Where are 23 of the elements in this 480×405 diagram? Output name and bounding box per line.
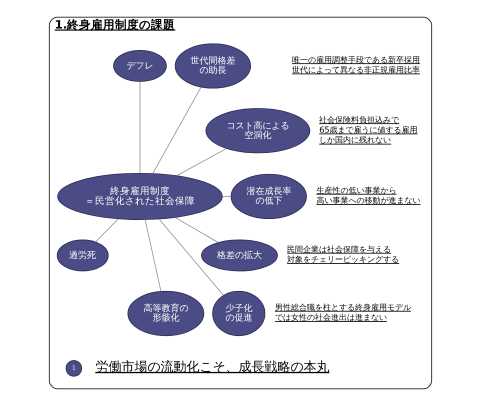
connector	[144, 218, 161, 292]
node-ellipse: デフレ	[112, 50, 166, 82]
node-ellipse: 過労死	[56, 239, 108, 271]
node-label: 男性総合職を柱とする終身雇用モデルでは女性の社会進出は進まない	[274, 301, 410, 322]
node-ellipse: 世代間格差の助長	[174, 42, 250, 88]
node-ellipse: 終身雇用制度＝民営化された社会保障	[56, 172, 222, 220]
connector	[176, 148, 226, 176]
node-label: 世代によって異なる非正規雇用比率	[291, 64, 420, 74]
connector	[158, 218, 224, 296]
node-ellipse: 格差の拡大	[200, 239, 278, 271]
node-ellipse: 高等教育の形骸化	[126, 290, 204, 336]
connector	[174, 216, 218, 242]
node-label: 社会保険料負担込みで65歳まで雇うに値する雇用しか国内に残れない	[318, 114, 418, 144]
connector	[139, 80, 140, 174]
label: 労働市場の流動化こそ、成長戦略の本丸	[94, 359, 329, 374]
connector	[94, 218, 118, 242]
node-ellipse: 潜在成長率の低下	[230, 173, 306, 219]
node-label: 民間企業は社会保障を与える対象をチェリーピッキングする	[286, 243, 399, 264]
node-ellipse: コスト高による空洞化	[205, 108, 310, 153]
node-ellipse: 少子化の促進	[212, 290, 265, 336]
node-label: 唯一の雇用調整手段である新卒採用	[291, 54, 420, 64]
node-label: 生産性の低い事業から高い事業への移動が進まない	[316, 184, 420, 204]
connector	[152, 86, 201, 174]
